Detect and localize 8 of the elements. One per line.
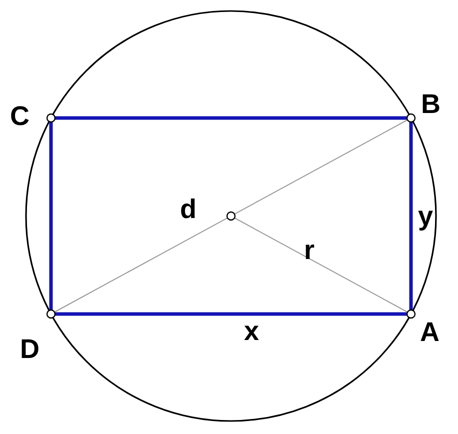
radius-label: r — [304, 237, 315, 264]
vertex-label: D — [20, 336, 40, 363]
side-label: y — [418, 203, 434, 230]
vertex-label: A — [420, 319, 440, 346]
diameter-label: d — [180, 196, 196, 223]
side-label: x — [244, 318, 260, 345]
vertex-label: B — [421, 91, 440, 118]
vertex-label: C — [10, 103, 30, 130]
